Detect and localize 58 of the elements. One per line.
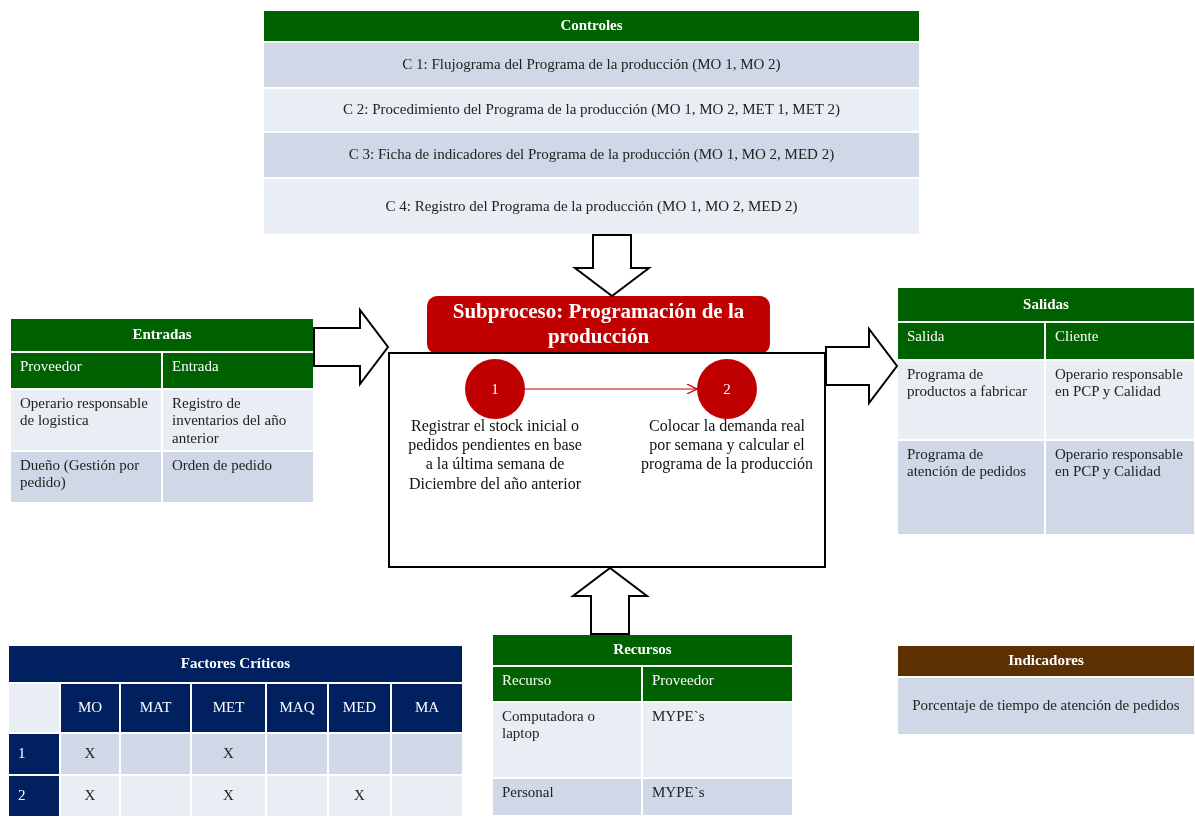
column-header: MAT: [121, 684, 190, 732]
column-header: Cliente: [1046, 323, 1194, 359]
table-cell: Programa de productos a fabricar: [898, 361, 1044, 439]
column-header: MO: [61, 684, 119, 732]
table-cell: C 2: Procedimiento del Programa de la producción (MO 1, MO 2, MET 1, MET 2): [264, 89, 919, 131]
column-header: Proveedor: [643, 667, 792, 701]
table-cell: C 3: Ficha de indicadores del Programa de la producción (MO 1, MO 2, MED 2): [264, 133, 919, 177]
block-arrow: [825, 326, 899, 406]
row-header: 2: [9, 776, 59, 816]
table-cell: Personal: [493, 779, 641, 815]
table-title: Indicadores: [898, 646, 1194, 676]
row-header: 1: [9, 734, 59, 774]
table-cell: Porcentaje de tiempo de atención de pedidos: [898, 678, 1194, 734]
column-header: Salida: [898, 323, 1044, 359]
table-cell: Orden de pedido: [163, 452, 313, 502]
step-description: Registrar el stock inicial o pedidos pendientes en base a la última semana de Diciembre del año anterior: [407, 416, 583, 493]
table-cell: Programa de atención de pedidos: [898, 441, 1044, 534]
table-cell: C 4: Registro del Programa de la producción (MO 1, MO 2, MED 2): [264, 179, 919, 234]
column-header: MA: [392, 684, 462, 732]
step-circle: 2: [697, 359, 757, 419]
step-description: Colocar la demanda real por semana y calcular el programa de la producción: [640, 416, 814, 474]
table-cell: X: [192, 776, 265, 816]
table-cell: MYPE`s: [643, 703, 792, 777]
column-header: MED: [329, 684, 390, 732]
table-cell: Dueño (Gestión por pedido): [11, 452, 161, 502]
table-cell: X: [329, 776, 390, 816]
table: [10, 318, 314, 503]
block-arrow: [570, 566, 650, 635]
table: [492, 634, 793, 816]
table-title: Factores Críticos: [9, 646, 462, 682]
column-header: MAQ: [267, 684, 327, 732]
title-banner: Subproceso: Programación de la producción: [427, 296, 770, 354]
table-cell: X: [61, 776, 119, 816]
table-cell: Operario responsable en PCP y Calidad: [1046, 361, 1194, 439]
table: [263, 10, 920, 235]
column-header: Entrada: [163, 353, 313, 388]
table: [8, 645, 463, 817]
column-header: Proveedor: [11, 353, 161, 388]
table-cell: C 1: Flujograma del Programa de la producción (MO 1, MO 2): [264, 43, 919, 87]
table-title: Recursos: [493, 635, 792, 665]
table: [897, 287, 1195, 535]
table-cell: X: [192, 734, 265, 774]
column-header: Recurso: [493, 667, 641, 701]
table-cell: X: [61, 734, 119, 774]
table-cell: Registro de inventarios del año anterior: [163, 390, 313, 450]
table-cell: Operario responsable de logistica: [11, 390, 161, 450]
table: [897, 645, 1195, 735]
arrow: [524, 383, 698, 395]
table-title: Controles: [264, 11, 919, 41]
table-title: Salidas: [898, 288, 1194, 321]
column-header: MET: [192, 684, 265, 732]
table-cell: Computadora o laptop: [493, 703, 641, 777]
table-cell: Operario responsable en PCP y Calidad: [1046, 441, 1194, 534]
table-cell: MYPE`s: [643, 779, 792, 815]
block-arrow: [572, 234, 652, 298]
step-circle: 1: [465, 359, 525, 419]
block-arrow: [313, 307, 390, 387]
table-title: Entradas: [11, 319, 313, 351]
